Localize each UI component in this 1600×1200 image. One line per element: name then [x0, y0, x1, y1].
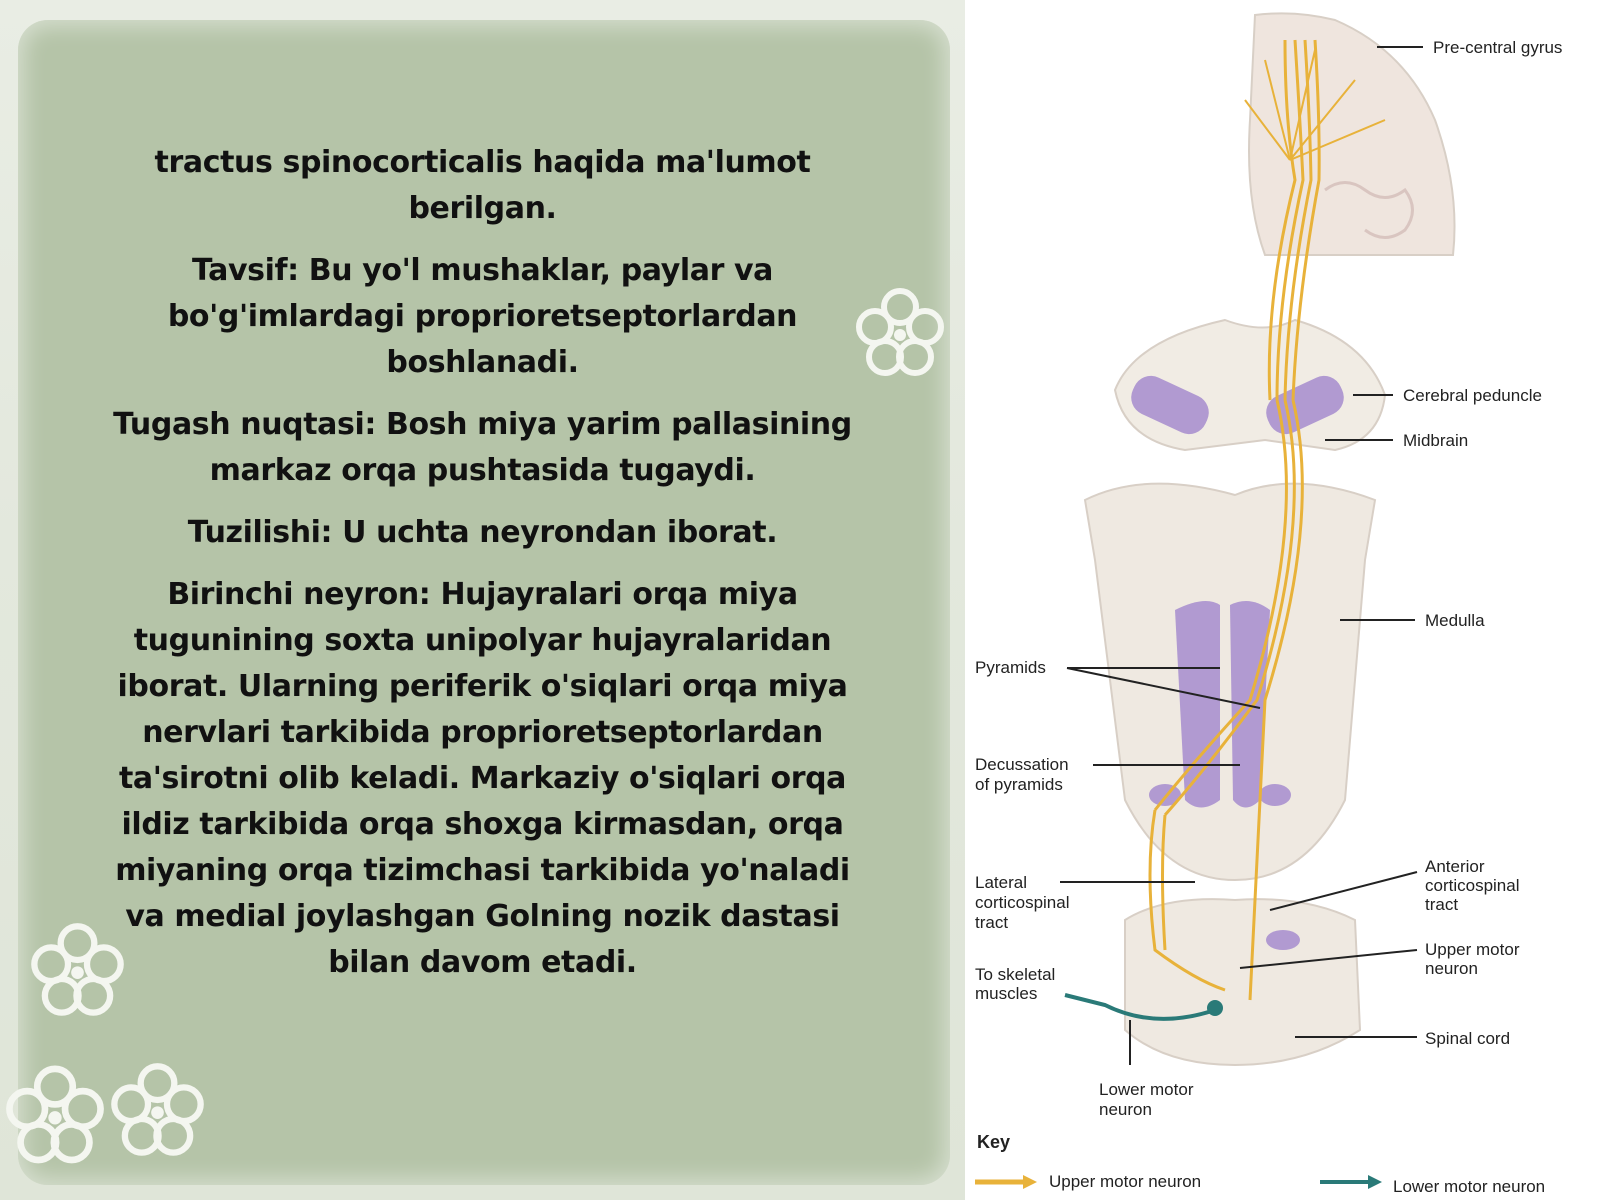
label-lower-motor-line2: neuron	[1099, 1100, 1152, 1119]
label-upper-motor-line1: Upper motor	[1425, 940, 1520, 959]
key-title: Key	[977, 1132, 1010, 1152]
flower-decoration-icon	[6, 1065, 104, 1164]
key-upper-arrow-icon	[975, 1175, 1037, 1189]
label-precentral-gyrus: Pre-central gyrus	[1433, 38, 1562, 57]
medulla-section	[1083, 482, 1377, 882]
corticospinal-tract-figure: Pre-central gyrus Cerebral peduncle Midb…	[975, 12, 1562, 1196]
label-lower-motor-line1: Lower motor	[1099, 1080, 1194, 1099]
label-medulla: Medulla	[1425, 611, 1485, 630]
label-midbrain: Midbrain	[1403, 431, 1468, 450]
endpoint-paragraph: Tugash nuqtasi: Bosh miya yarim pallasin…	[113, 407, 852, 488]
key-lower-arrow-icon	[1320, 1175, 1382, 1189]
flower-decoration-icon	[856, 288, 944, 376]
label-lateral-line3: tract	[975, 913, 1008, 932]
pyramid-right	[1230, 601, 1270, 808]
label-pyramids: Pyramids	[975, 658, 1046, 677]
label-anterior-line3: tract	[1425, 895, 1458, 914]
label-anterior-line2: corticospinal	[1425, 876, 1520, 895]
key-upper-label: Upper motor neuron	[1049, 1172, 1201, 1191]
label-upper-motor-line2: neuron	[1425, 959, 1478, 978]
text-card	[18, 20, 950, 1185]
description-paragraph: Tavsif: Bu yo'l mushaklar, paylar va bo'…	[167, 253, 798, 380]
key-lower-label: Lower motor neuron	[1393, 1177, 1545, 1196]
lower-motor-neuron-path	[1064, 993, 1216, 1021]
intro-paragraph: tractus spinocorticalis haqida ma'lumot …	[154, 145, 811, 226]
label-decussation-line2: of pyramids	[975, 775, 1063, 794]
flower-decoration-icon	[31, 923, 124, 1016]
spinal-cord-section	[1124, 898, 1362, 1067]
first-neuron-paragraph: Birinchi neyron: Hujayralari orqa miya t…	[115, 577, 850, 980]
label-decussation-line1: Decussation	[975, 755, 1069, 774]
label-lateral-line2: corticospinal	[975, 893, 1070, 912]
flower-decoration-icon	[111, 1063, 204, 1156]
pyramid-left	[1175, 601, 1220, 808]
label-cerebral-peduncle: Cerebral peduncle	[1403, 386, 1542, 405]
structure-paragraph: Tuzilishi: U uchta neyrondan iborat.	[187, 515, 778, 550]
label-to-skeletal-line1: To skeletal	[975, 965, 1055, 984]
label-spinal-cord: Spinal cord	[1425, 1029, 1510, 1048]
slide-text-block: tractus spinocorticalis haqida ma'lumot …	[110, 140, 855, 1002]
label-anterior-line1: Anterior	[1425, 857, 1485, 876]
label-to-skeletal-line2: muscles	[975, 984, 1037, 1003]
label-lateral-line1: Lateral	[975, 873, 1027, 892]
